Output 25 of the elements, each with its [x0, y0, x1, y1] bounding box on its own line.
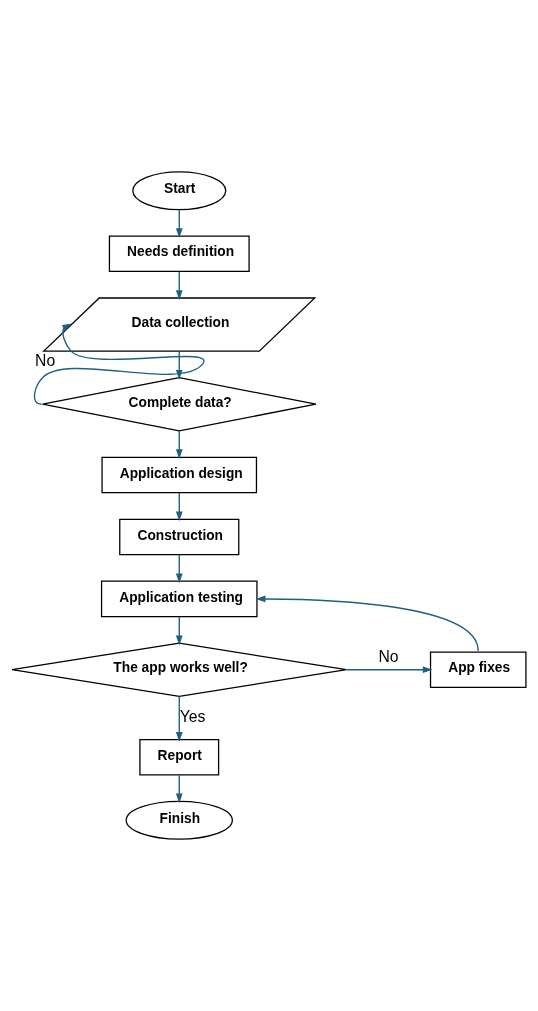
- arrow: [33, 323, 205, 405]
- arrow: [175, 616, 183, 646]
- arrow: [345, 666, 433, 674]
- edge-label: No: [378, 647, 399, 665]
- arrow: [175, 430, 183, 460]
- node-diamond: Complete data?: [41, 377, 317, 432]
- arrow: [175, 774, 183, 804]
- node-box: App fixes: [429, 651, 527, 689]
- arrow: [175, 271, 183, 300]
- node-ellipse: Start: [132, 171, 227, 211]
- arrow: [175, 350, 183, 380]
- edge-label: No: [35, 351, 56, 369]
- node-box: Construction: [119, 518, 240, 556]
- arrow: [175, 492, 183, 522]
- node-ellipse: Finish: [125, 800, 233, 840]
- arrow: [175, 554, 183, 584]
- node-box: Report: [139, 738, 220, 776]
- node-diamond: The app works well?: [11, 642, 348, 697]
- node-box: Application design: [101, 456, 258, 494]
- arrow: [175, 695, 183, 742]
- edge-label: Yes: [179, 707, 206, 725]
- node-box: Needs definition: [108, 235, 250, 273]
- node-box: Application testing: [100, 580, 258, 618]
- arrow: [175, 209, 183, 239]
- arrow: [255, 595, 479, 652]
